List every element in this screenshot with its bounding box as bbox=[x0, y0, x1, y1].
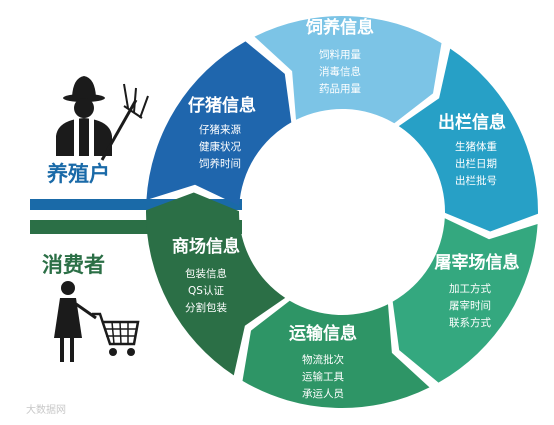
segment-market-shape bbox=[145, 192, 286, 376]
segment-piglet-title: 仔猪信息 bbox=[188, 95, 256, 116]
segment-transport-item-3: 承运人员 bbox=[302, 388, 344, 400]
segment-slaughter: 屠宰场信息 加工方式 屠宰时间 联系方式 bbox=[392, 218, 538, 383]
segment-piglet: 仔猪信息 仔猪来源 健康状况 饲养时间 bbox=[146, 41, 292, 206]
segment-outbound-item-2: 出栏日期 bbox=[455, 157, 497, 170]
segment-feeding-item-2: 消毒信息 bbox=[319, 65, 361, 78]
segment-piglet-item-3: 饲养时间 bbox=[199, 157, 241, 170]
segment-feeding-title: 饲养信息 bbox=[305, 17, 374, 38]
segment-outbound-shape bbox=[398, 48, 539, 232]
farmer-icon bbox=[56, 76, 149, 161]
segment-market-title: 商场信息 bbox=[172, 236, 240, 257]
segment-market-item-3: 分割包装 bbox=[185, 301, 227, 314]
consumer-shopping-cart-icon bbox=[54, 281, 140, 362]
segment-outbound: 出栏信息 生猪体重 出栏日期 出栏批号 bbox=[398, 48, 539, 232]
watermark: 大数据网 bbox=[26, 403, 66, 416]
ring-center bbox=[247, 117, 437, 307]
segment-transport-item-2: 运输工具 bbox=[302, 370, 344, 383]
segment-transport-title: 运输信息 bbox=[289, 323, 357, 344]
segment-outbound-item-3: 出栏批号 bbox=[455, 174, 497, 187]
segment-market: 商场信息 包装信息 QS认证 分割包装 bbox=[145, 192, 286, 376]
segment-outbound-title: 出栏信息 bbox=[438, 112, 506, 133]
segment-piglet-shape bbox=[146, 41, 292, 206]
segment-transport-item-1: 物流批次 bbox=[302, 353, 344, 366]
segment-feeding: 饲养信息 饲料用量 消毒信息 药品用量 bbox=[254, 15, 442, 124]
segment-slaughter-item-2: 屠宰时间 bbox=[449, 299, 491, 312]
farmer-label: 养殖户 bbox=[46, 162, 110, 186]
segment-slaughter-item-3: 联系方式 bbox=[449, 316, 491, 329]
segment-market-item-1: 包装信息 bbox=[185, 267, 227, 280]
consumer-label: 消费者 bbox=[42, 253, 105, 277]
segment-feeding-shape bbox=[254, 15, 442, 124]
segment-outbound-item-1: 生猪体重 bbox=[455, 140, 497, 153]
segment-piglet-item-1: 仔猪来源 bbox=[199, 123, 241, 136]
segment-transport-shape bbox=[242, 300, 430, 409]
segment-market-item-2: QS认证 bbox=[188, 284, 224, 297]
segment-feeding-item-3: 药品用量 bbox=[319, 83, 361, 95]
segment-slaughter-item-1: 加工方式 bbox=[449, 282, 491, 295]
segment-slaughter-shape bbox=[392, 218, 538, 383]
segment-transport: 运输信息 物流批次 运输工具 承运人员 bbox=[242, 300, 430, 409]
segment-feeding-item-1: 饲料用量 bbox=[319, 48, 361, 61]
segment-piglet-item-2: 健康状况 bbox=[199, 140, 241, 153]
segment-slaughter-title: 屠宰场信息 bbox=[435, 252, 520, 273]
